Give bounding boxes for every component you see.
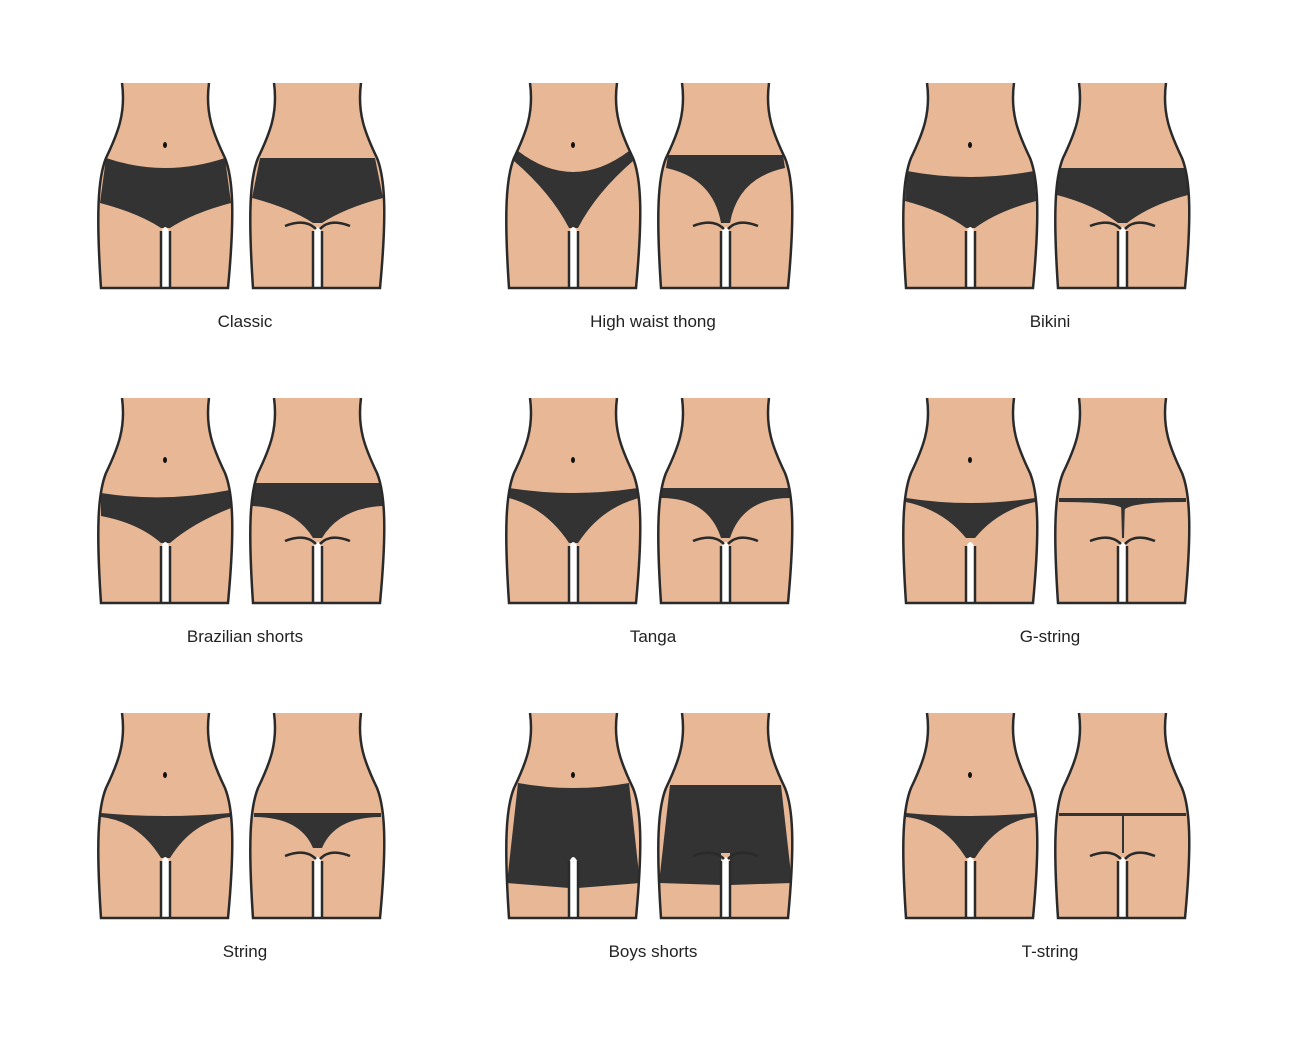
- garment-shape: [514, 151, 633, 228]
- panty-type-label: T-string: [1021, 942, 1079, 961]
- garment-shape: [252, 158, 383, 223]
- garment-shape: [666, 155, 785, 223]
- back-view-figure: [657, 82, 794, 290]
- back-view-figure: [1054, 712, 1191, 920]
- panty-type-label: G-string: [1019, 627, 1081, 646]
- front-view-figure: [902, 397, 1039, 605]
- navel: [571, 457, 575, 463]
- garment-shape: [1059, 498, 1186, 538]
- panty-type-label: Classic: [217, 312, 273, 331]
- front-view-figure: [505, 82, 642, 290]
- panty-type-label: Tanga: [629, 627, 677, 646]
- back-view-figure: [249, 397, 386, 605]
- back-view-figure: [657, 712, 794, 920]
- garment-shape: [1057, 168, 1188, 223]
- panty-type-gstring: G-string: [900, 395, 1200, 655]
- navel: [571, 772, 575, 778]
- panty-type-tstring: T-string: [900, 710, 1200, 970]
- front-view-figure: [902, 82, 1039, 290]
- navel: [571, 142, 575, 148]
- panty-type-tanga: Tanga: [503, 395, 803, 655]
- garment-shape: [906, 498, 1035, 538]
- garment-shape: [906, 813, 1035, 858]
- panty-type-highthong: High waist thong: [503, 80, 803, 340]
- garment-shape: [507, 783, 640, 888]
- navel: [968, 142, 972, 148]
- back-view-figure: [1054, 397, 1191, 605]
- garment-shape: [905, 171, 1036, 228]
- back-view-figure: [657, 397, 794, 605]
- panty-type-shorts: Boys shorts: [503, 710, 803, 970]
- navel: [163, 772, 167, 778]
- panty-type-label: Boys shorts: [608, 942, 698, 961]
- front-view-figure: [505, 397, 642, 605]
- panty-type-label: String: [222, 942, 268, 961]
- front-view-figure: [97, 82, 234, 290]
- front-view-figure: [97, 712, 234, 920]
- panty-type-classic: Classic: [95, 80, 395, 340]
- navel: [968, 772, 972, 778]
- garment-shape: [509, 488, 639, 543]
- panty-type-string: String: [95, 710, 395, 970]
- front-view-figure: [902, 712, 1039, 920]
- panty-type-label: Bikini: [1029, 312, 1071, 331]
- garment-shape: [100, 158, 231, 228]
- navel: [968, 457, 972, 463]
- garment-shape: [254, 813, 381, 848]
- navel: [163, 142, 167, 148]
- back-view-figure: [1054, 82, 1191, 290]
- garment-shape: [1059, 813, 1186, 853]
- panty-type-label: Brazilian shorts: [186, 627, 304, 646]
- garment-shape: [252, 483, 383, 538]
- panty-type-brazilian: Brazilian shorts: [95, 395, 395, 655]
- front-view-figure: [97, 397, 234, 605]
- back-view-figure: [249, 82, 386, 290]
- navel: [163, 457, 167, 463]
- front-view-figure: [505, 712, 642, 920]
- panty-type-bikini: Bikini: [900, 80, 1200, 340]
- back-view-figure: [249, 712, 386, 920]
- garment-shape: [101, 813, 230, 858]
- garment-shape: [101, 490, 231, 543]
- garment-shape: [659, 785, 792, 885]
- garment-shape: [661, 488, 790, 538]
- panty-type-label: High waist thong: [590, 312, 716, 331]
